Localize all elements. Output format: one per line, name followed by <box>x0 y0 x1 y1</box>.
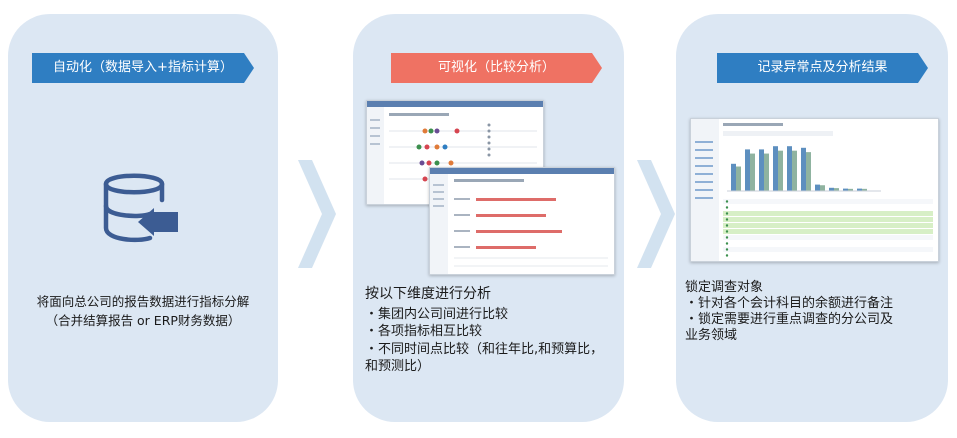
screenshot-bar <box>773 146 778 191</box>
record-lead: 锁定调查对象 <box>685 280 764 295</box>
screenshot-bar <box>857 188 862 191</box>
screenshot-bar <box>787 146 792 191</box>
step-banner-record: 记录异常点及分析结果 <box>717 53 928 83</box>
screenshot-bar-secondary <box>848 188 853 191</box>
screenshot-row-dot <box>725 200 729 203</box>
step-arrow-2 <box>637 160 675 268</box>
screenshot-row-dot <box>725 248 729 251</box>
visualization-item-3: ・不同时间点比较（和往年比,和预算比， <box>365 341 604 357</box>
screenshot-bar-secondary <box>792 150 797 191</box>
screenshot-bar <box>815 184 820 191</box>
screenshot-row-dot <box>725 254 729 257</box>
visualization-description: 按以下维度进行分析 ・集团内公司间进行比较 ・各项指标相互比较 ・不同时间点比较… <box>365 286 620 376</box>
screenshot-row-dot <box>725 242 729 245</box>
database-import-icon <box>103 173 178 243</box>
screenshot-row-dot <box>725 206 729 209</box>
screenshot-bar-secondary <box>834 188 839 191</box>
step-panel-visualization: 可视化（比较分析） <box>353 14 624 422</box>
screenshot-bar <box>843 188 848 191</box>
automation-description: 将面向总公司的报告数据进行指标分解 （合并结算报告 or ERP财务数据） <box>8 292 278 330</box>
visualization-item-4: 和预测比） <box>365 359 431 374</box>
screenshot-bar-secondary <box>862 188 867 191</box>
dashboard-screenshot-front <box>429 167 615 275</box>
screenshot-table-row <box>723 253 933 258</box>
step-banner-visualization: 可视化（比较分析） <box>391 53 602 83</box>
screenshot-bar-secondary <box>736 166 741 191</box>
screenshot-table-row <box>723 235 933 240</box>
screenshot-bar <box>731 163 736 191</box>
screenshot-table-row <box>723 211 933 216</box>
screenshot-bar-secondary <box>806 152 811 191</box>
step-panel-automation: 自动化（数据导入+指标计算） 将面向总公司的报告数据进行指标分解 （合并结算报告… <box>8 14 278 422</box>
screenshot-bar-secondary <box>778 150 783 191</box>
step-arrow-1 <box>298 160 336 268</box>
record-item-3: 业务领域 <box>685 328 738 343</box>
screenshot-row-dot <box>725 212 729 215</box>
record-item-2: ・锁定需要进行重点调查的分公司及 <box>685 312 894 327</box>
visualization-item-1: ・集团内公司间进行比较 <box>365 306 509 322</box>
step-banner-automation: 自动化（数据导入+指标计算） <box>32 53 254 83</box>
screenshot-table-row <box>723 223 933 228</box>
screenshot-table-row <box>723 229 933 234</box>
visualization-item-2: ・各项指标相互比较 <box>365 324 483 339</box>
screenshot-bar-secondary <box>764 153 769 191</box>
step-panel-record: 记录异常点及分析结果 锁定调查对象 ・针对各个会计科目的余额进行备注 ・锁定需要… <box>676 14 948 422</box>
screenshot-row-dot <box>725 224 729 227</box>
screenshot-table-row <box>723 199 933 204</box>
screenshot-bar <box>801 147 806 191</box>
automation-line-2: （合并结算报告 or ERP财务数据） <box>45 313 241 328</box>
screenshot-table-row <box>723 247 933 252</box>
screenshot-row-dot <box>725 236 729 239</box>
visualization-lead: 按以下维度进行分析 <box>365 286 491 302</box>
analysis-screenshot <box>690 118 939 262</box>
screenshot-table-row <box>723 217 933 222</box>
screenshot-row-dot <box>725 218 729 221</box>
screenshot-bar <box>829 187 834 191</box>
screenshot-bar <box>759 149 764 191</box>
screenshot-bar-secondary <box>820 185 825 191</box>
record-description: 锁定调查对象 ・针对各个会计科目的余额进行备注 ・锁定需要进行重点调查的分公司及… <box>685 280 943 344</box>
screenshot-bar-secondary <box>750 153 755 191</box>
screenshot-table-row <box>723 205 933 210</box>
record-item-1: ・针对各个会计科目的余额进行备注 <box>685 296 894 311</box>
screenshot-bar <box>745 149 750 191</box>
screenshot-table-row <box>723 241 933 246</box>
automation-line-1: 将面向总公司的报告数据进行指标分解 <box>36 294 250 309</box>
screenshot-row-dot <box>725 230 729 233</box>
